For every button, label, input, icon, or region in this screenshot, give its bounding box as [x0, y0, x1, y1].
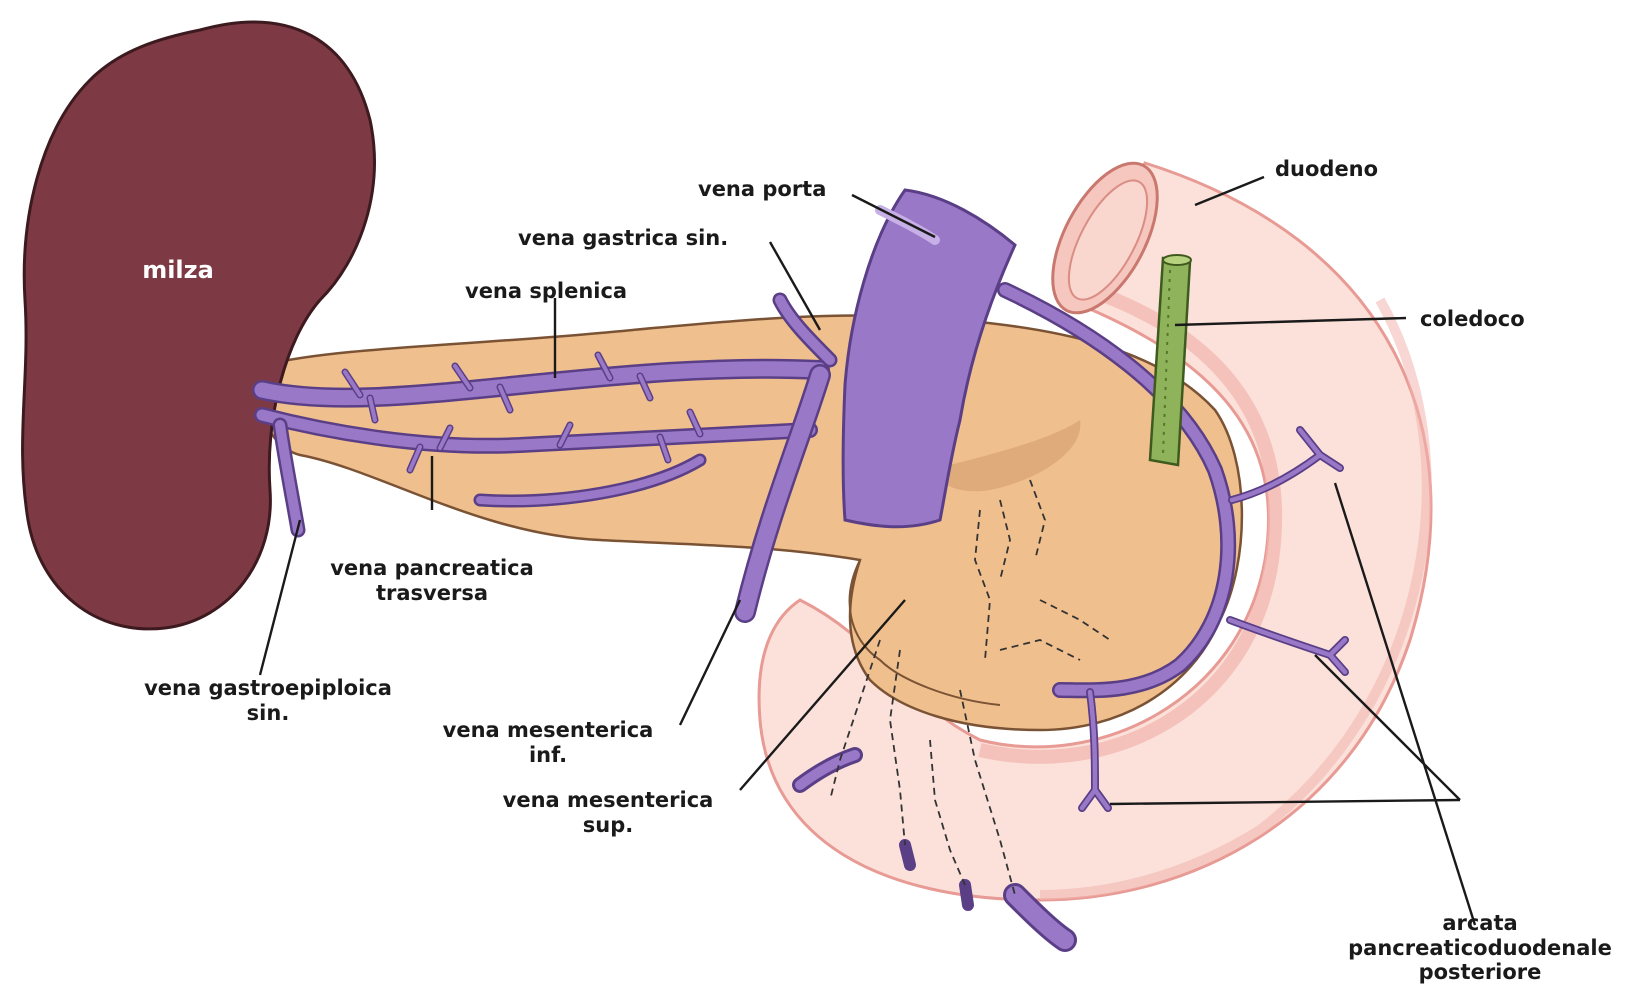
- label-arcata-line1: arcata: [1442, 911, 1517, 935]
- label-vena-gastroepiploica-sin-line1: vena gastroepiploica: [144, 676, 392, 700]
- label-vena-pancreatica-trasversa-line2: trasversa: [376, 581, 488, 605]
- label-vena-mesenterica-inf-line1: vena mesenterica: [443, 718, 654, 742]
- label-vena-splenica: vena splenica: [465, 279, 627, 303]
- label-vena-mesenterica-sup-line2: sup.: [583, 813, 633, 837]
- label-vena-gastroepiploica-sin-line2: sin.: [247, 701, 290, 725]
- label-vena-mesenterica-sup-line1: vena mesenterica: [503, 788, 714, 812]
- label-vena-mesenterica-inf-line2: inf.: [529, 743, 567, 767]
- label-vena-porta: vena porta: [698, 177, 826, 201]
- label-vena-pancreatica-trasversa-line1: vena pancreatica: [330, 556, 534, 580]
- label-coledoco: coledoco: [1420, 307, 1525, 331]
- label-milza: milza: [142, 256, 214, 284]
- label-arcata-line3: posteriore: [1419, 960, 1542, 984]
- label-vena-gastrica-sin: vena gastrica sin.: [518, 226, 728, 250]
- label-duodeno: duodeno: [1275, 157, 1378, 181]
- label-arcata-line2: pancreaticoduodenale: [1348, 936, 1612, 960]
- spleen: [23, 22, 375, 629]
